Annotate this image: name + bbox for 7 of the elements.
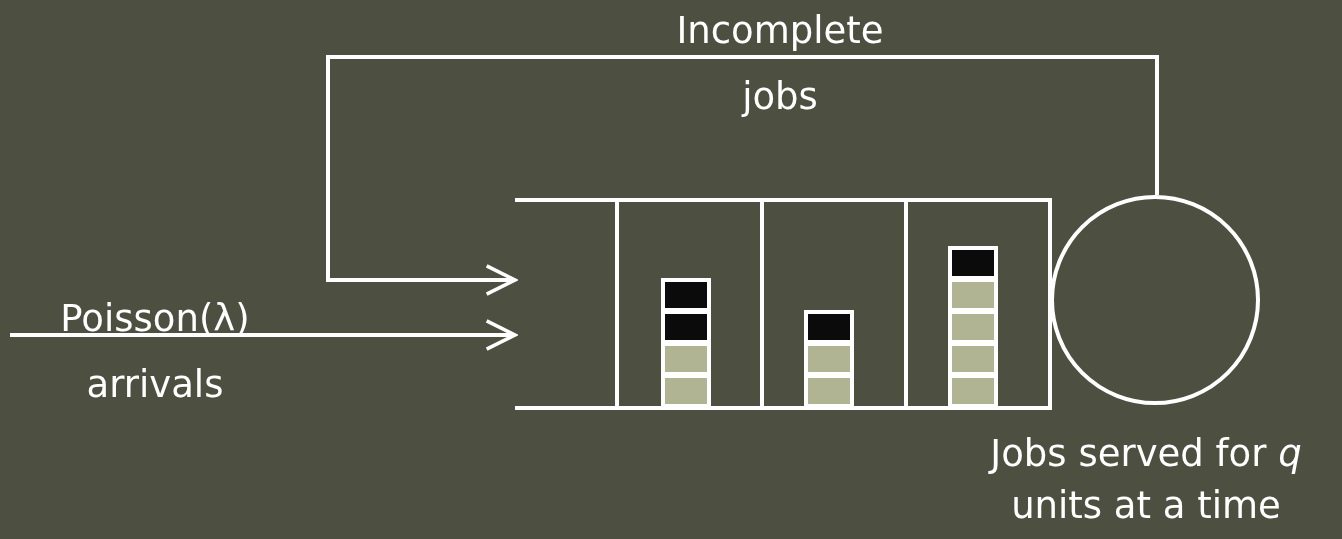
server-circle bbox=[1050, 195, 1260, 405]
queue-box bbox=[515, 198, 1052, 410]
arrow bbox=[10, 319, 517, 351]
edge-label: Poisson(λ) arrivals bbox=[59, 296, 251, 408]
edge-label: Incomplete jobs bbox=[675, 8, 885, 120]
caption-text: Jobs served for q units at a time bbox=[987, 431, 1303, 529]
arrow bbox=[326, 55, 1159, 296]
